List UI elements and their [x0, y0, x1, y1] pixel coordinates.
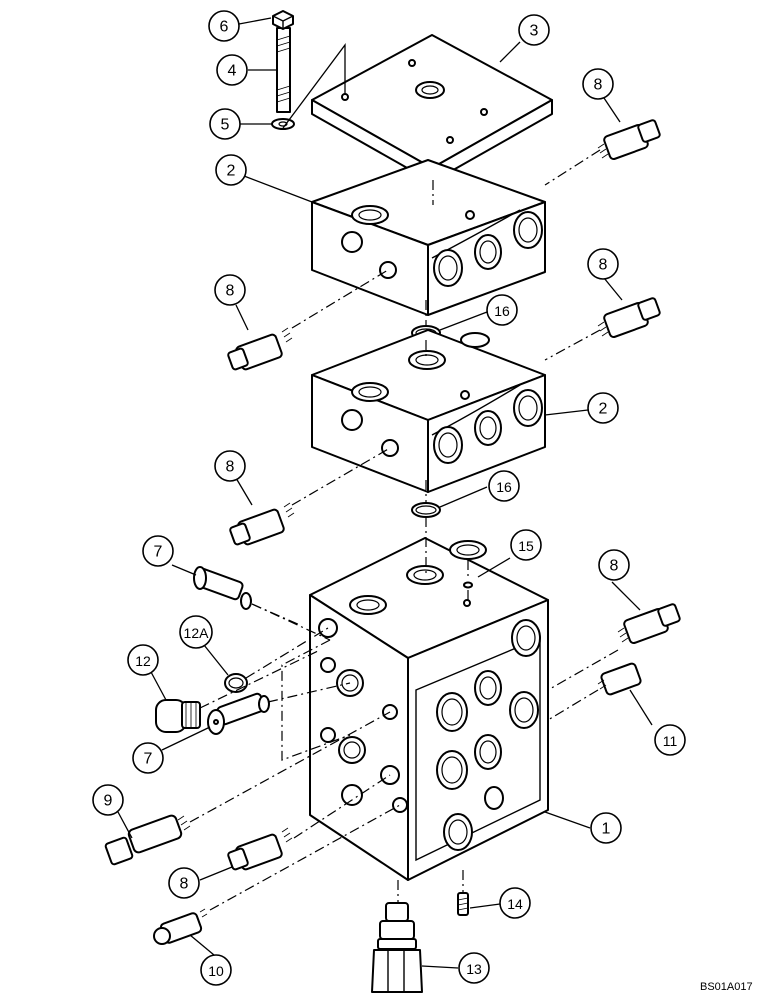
callout-16-lower: 16 — [488, 470, 520, 502]
callout-8-mid-left-label: 8 — [226, 459, 235, 476]
callout-9-label: 9 — [104, 793, 113, 810]
callout-2-middle-label: 2 — [599, 401, 608, 418]
callout-16-upper: 16 — [486, 294, 518, 326]
bolt-alignment-line — [282, 43, 346, 129]
callout-15-label: 15 — [518, 538, 534, 554]
callout-13: 13 — [458, 952, 490, 984]
cartridge-10 — [153, 908, 208, 945]
fitting-13 — [371, 902, 423, 993]
callout-6: 6 — [208, 10, 240, 42]
callout-7-lower: 7 — [132, 742, 164, 774]
callout-15: 15 — [510, 529, 542, 561]
callout-12-label: 12 — [135, 653, 151, 669]
check-valve-upper — [193, 566, 252, 610]
callout-12: 12 — [127, 644, 159, 676]
callout-8-upper-right: 8 — [582, 68, 614, 100]
callout-11: 11 — [654, 724, 686, 756]
plug-15 — [463, 581, 473, 589]
callout-8-upper-left: 8 — [214, 274, 246, 306]
callout-11-label: 11 — [663, 733, 678, 749]
alignment-lines — [189, 149, 619, 911]
plug-14 — [457, 892, 469, 916]
callout-8-upper-right-label: 8 — [594, 77, 603, 94]
callout-8-upper-left-label: 8 — [226, 283, 235, 300]
relief-cartridge-upper-left — [227, 327, 293, 371]
relief-cartridge-upper-right — [597, 119, 661, 160]
inlet-valve-body — [309, 537, 549, 881]
callout-16-lower-label: 16 — [496, 479, 512, 495]
callout-12a: 12A — [179, 615, 213, 649]
callout-8-lower-left-label: 8 — [180, 876, 189, 893]
callout-4-label: 4 — [228, 63, 237, 80]
o-ring-lower — [411, 502, 441, 518]
callout-leaders — [117, 17, 653, 969]
callout-8-lower-right-label: 8 — [610, 558, 619, 575]
callout-5-label: 5 — [221, 117, 230, 134]
callout-8-lower-right: 8 — [598, 549, 630, 581]
callout-9: 9 — [92, 784, 124, 816]
callout-8-mid-right: 8 — [587, 248, 619, 280]
callout-2-middle: 2 — [587, 392, 619, 424]
callout-3: 3 — [518, 14, 550, 46]
callout-4: 4 — [216, 54, 248, 86]
drawing-code: BS01A017 — [700, 981, 753, 993]
relief-cartridge-lower-left — [227, 827, 293, 871]
callout-12a-label: 12A — [184, 625, 210, 641]
callout-14: 14 — [499, 887, 531, 919]
callout-2-upper: 2 — [215, 154, 247, 186]
tie-bolt — [276, 27, 291, 113]
callout-14-label: 14 — [507, 896, 523, 912]
callout-7-upper: 7 — [142, 535, 174, 567]
callout-10: 10 — [200, 954, 232, 986]
cartridge-11 — [597, 662, 642, 696]
callout-8-lower-left: 8 — [168, 867, 200, 899]
callout-7-upper-label: 7 — [154, 544, 163, 561]
check-valve-lower — [207, 692, 270, 735]
nut — [272, 10, 294, 30]
seal-12a — [224, 673, 248, 693]
callout-10-label: 10 — [208, 963, 224, 979]
callout-7-lower-label: 7 — [144, 751, 153, 768]
callout-16-upper-label: 16 — [494, 303, 510, 319]
callout-3-label: 3 — [530, 23, 539, 40]
relief-valve-9 — [104, 814, 191, 866]
callout-8-mid-left: 8 — [214, 450, 246, 482]
relief-cartridge-mid-left — [229, 502, 295, 546]
relief-cartridge-lower-right — [617, 603, 681, 644]
relief-cartridge-mid-right — [597, 297, 661, 338]
callout-13-label: 13 — [466, 961, 482, 977]
callout-8-mid-right-label: 8 — [599, 257, 608, 274]
plug-12 — [155, 699, 201, 733]
upper-valve-section — [311, 159, 546, 316]
callout-5: 5 — [209, 108, 241, 140]
callout-6-label: 6 — [220, 19, 229, 36]
callout-1: 1 — [590, 812, 622, 844]
callout-2-upper-label: 2 — [227, 163, 236, 180]
callout-1-label: 1 — [602, 821, 611, 838]
middle-valve-section — [311, 329, 546, 493]
